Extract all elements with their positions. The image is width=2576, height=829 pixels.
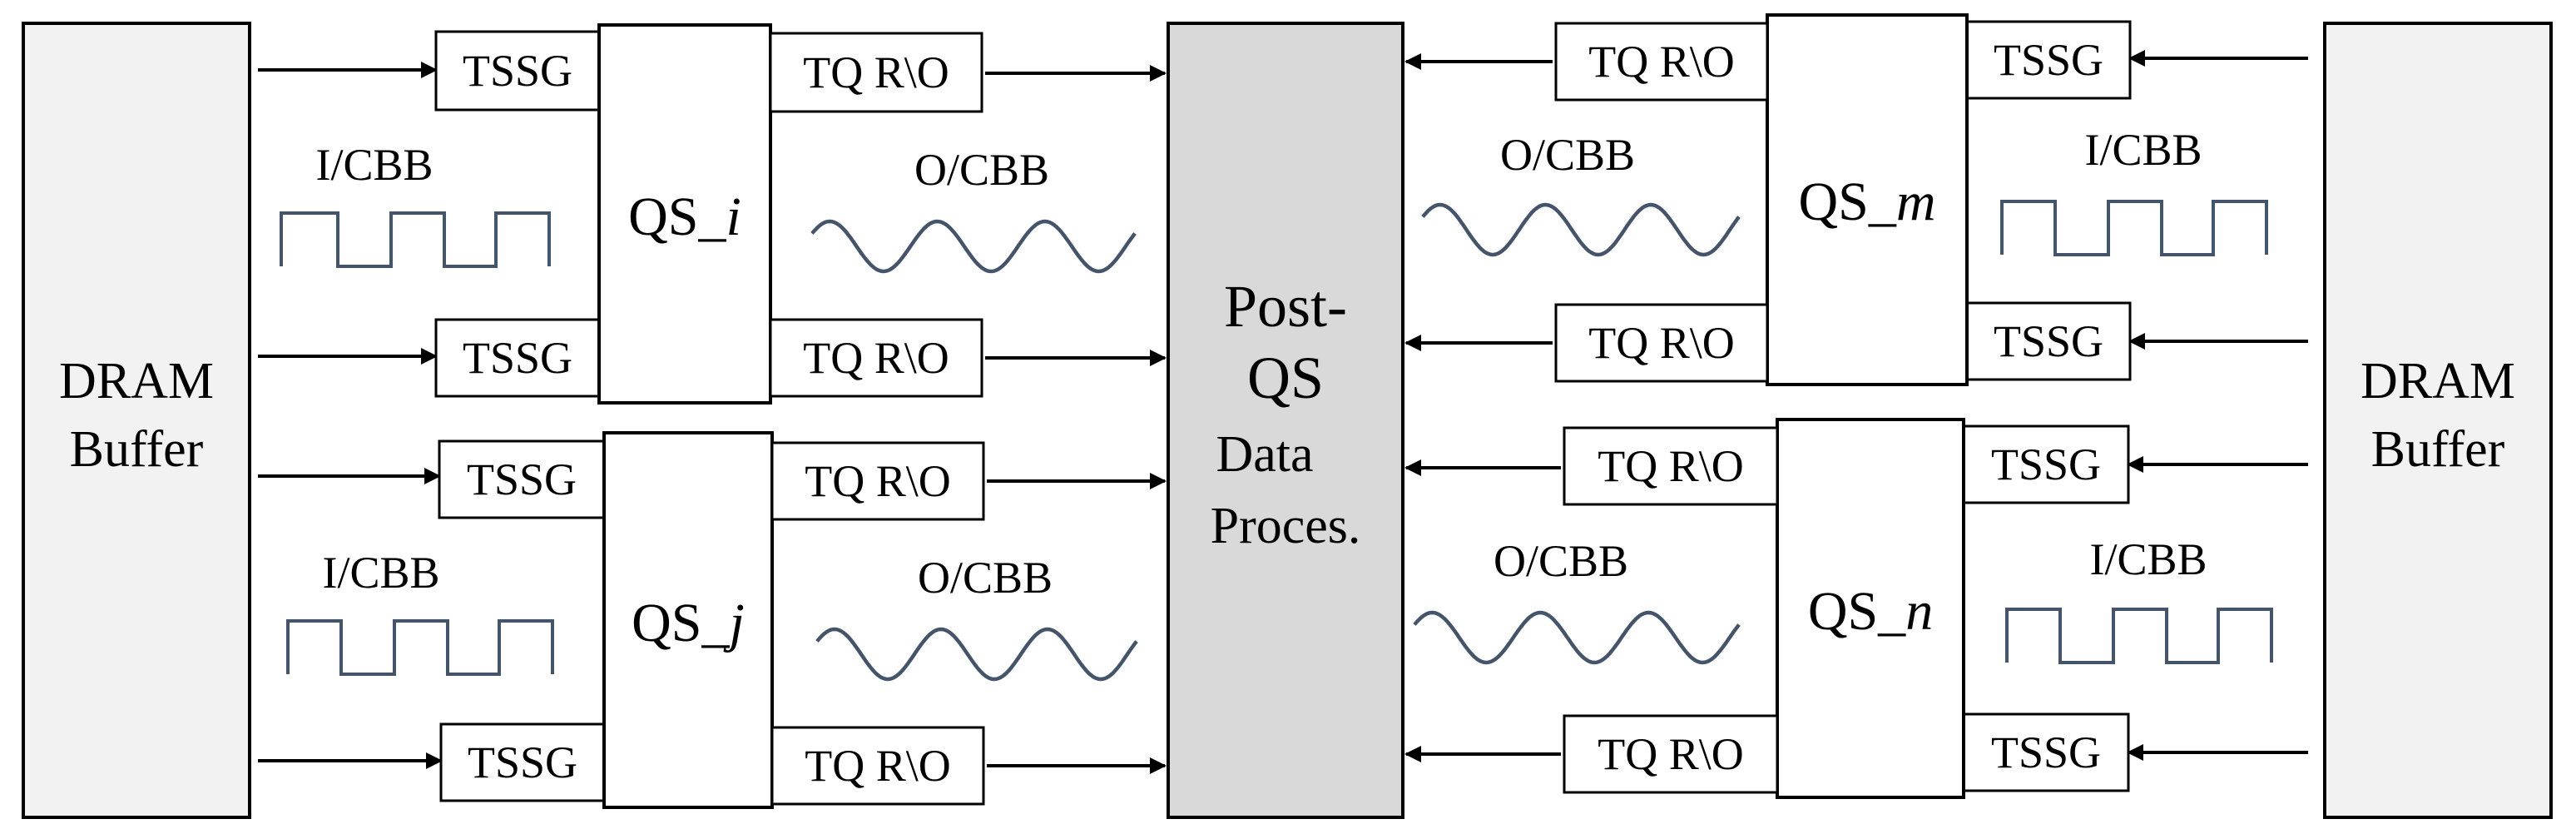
icbb-label-n: I/CBB bbox=[2089, 534, 2207, 584]
svg-text:QS_i: QS_i bbox=[628, 186, 741, 247]
icbb-label-i: I/CBB bbox=[315, 140, 433, 190]
svg-text:TQ R\O: TQ R\O bbox=[1588, 318, 1735, 368]
svg-text:TQ R\O: TQ R\O bbox=[1598, 729, 1744, 779]
tssg-box-n-bottom: TSSG bbox=[1962, 712, 2130, 792]
dram-buffer-right-line2: Buffer bbox=[2371, 421, 2505, 478]
svg-text:TQ R\O: TQ R\O bbox=[805, 456, 951, 506]
dram-buffer-right: DRAM Buffer bbox=[2323, 22, 2553, 819]
svg-text:TSSG: TSSG bbox=[1991, 439, 2101, 489]
ocbb-label-n: O/CBB bbox=[1494, 536, 1628, 586]
qs-i-group: TSSG TSSG QS_i TQ R\O TQ R\O I/CBB O/CBB bbox=[258, 23, 1167, 405]
dram-buffer-right-line1: DRAM bbox=[2361, 353, 2515, 410]
post-qs-data-processing-block: Post- QS Data Proces. bbox=[1167, 22, 1404, 819]
svg-text:TQ R\O: TQ R\O bbox=[805, 741, 951, 791]
icbb-square-wave-m bbox=[2000, 200, 2268, 256]
tssg-box-i-top: TSSG bbox=[434, 30, 601, 112]
svg-text:QS_n: QS_n bbox=[1808, 581, 1933, 642]
dram-buffer-left-line1: DRAM bbox=[59, 353, 214, 410]
qs-i-block: QS_i bbox=[597, 23, 772, 405]
svg-text:TQ R\O: TQ R\O bbox=[1598, 441, 1744, 491]
svg-text:TSSG: TSSG bbox=[1994, 35, 2103, 85]
tssg-box-i-bottom: TSSG bbox=[434, 318, 601, 398]
post-qs-title-line1: Post- bbox=[1224, 273, 1347, 340]
qs-m-group: TSSG TSSG QS_m TQ R\O TQ R\O I/CBB O/CBB bbox=[1404, 13, 2308, 386]
tssg-box-m-bottom: TSSG bbox=[1965, 301, 2132, 381]
ocbb-sine-wave-m bbox=[1421, 202, 1741, 257]
tssg-box-m-top: TSSG bbox=[1965, 20, 2132, 100]
svg-text:TQ R\O: TQ R\O bbox=[1588, 37, 1735, 87]
ocbb-sine-wave-j bbox=[815, 627, 1138, 682]
tq-ro-box-n-bottom: TQ R\O bbox=[1563, 714, 1779, 794]
post-qs-title-line4: Proces. bbox=[1211, 498, 1361, 554]
svg-text:QS_m: QS_m bbox=[1798, 171, 1935, 232]
svg-text:TQ R\O: TQ R\O bbox=[803, 47, 949, 97]
ocbb-label-i: O/CBB bbox=[914, 145, 1049, 195]
post-qs-title-line3: Data bbox=[1216, 426, 1313, 483]
qs-j-block: QS_j bbox=[602, 431, 774, 809]
ocbb-sine-wave-i bbox=[810, 219, 1137, 274]
tq-ro-box-j-top: TQ R\O bbox=[770, 441, 985, 521]
icbb-square-wave-n bbox=[2005, 608, 2273, 664]
svg-text:TQ R\O: TQ R\O bbox=[803, 333, 949, 383]
tssg-box-n-top: TSSG bbox=[1962, 424, 2130, 504]
ocbb-label-m: O/CBB bbox=[1500, 130, 1635, 180]
tssg-box-j-top: TSSG bbox=[438, 439, 606, 519]
icbb-label-m: I/CBB bbox=[2084, 125, 2202, 175]
svg-text:TSSG: TSSG bbox=[467, 454, 577, 504]
svg-text:QS_j: QS_j bbox=[632, 593, 745, 653]
post-qs-title-line2: QS bbox=[1247, 345, 1324, 411]
svg-text:TSSG: TSSG bbox=[463, 333, 572, 383]
svg-text:TSSG: TSSG bbox=[1994, 316, 2103, 366]
qs-j-group: TSSG TSSG QS_j TQ R\O TQ R\O I/CBB O/CBB bbox=[258, 431, 1167, 809]
ocbb-sine-wave-n bbox=[1413, 610, 1741, 665]
svg-text:TSSG: TSSG bbox=[468, 737, 577, 787]
tq-ro-box-j-bottom: TQ R\O bbox=[770, 726, 985, 806]
dram-buffer-left: DRAM Buffer bbox=[22, 22, 251, 819]
icbb-square-wave-i bbox=[280, 211, 551, 268]
tq-ro-box-n-top: TQ R\O bbox=[1563, 426, 1779, 506]
dram-buffer-left-line2: Buffer bbox=[70, 421, 204, 478]
qs-n-group: TSSG TSSG QS_n TQ R\O TQ R\O I/CBB O/CBB bbox=[1404, 418, 2308, 799]
tq-ro-box-i-bottom: TQ R\O bbox=[769, 318, 983, 398]
qs-n-block: QS_n bbox=[1776, 418, 1965, 799]
ocbb-label-j: O/CBB bbox=[918, 553, 1053, 603]
qs-m-block: QS_m bbox=[1766, 13, 1969, 386]
icbb-square-wave-j bbox=[286, 619, 554, 676]
svg-text:TSSG: TSSG bbox=[463, 46, 572, 96]
tq-ro-box-m-top: TQ R\O bbox=[1554, 22, 1769, 102]
icbb-label-j: I/CBB bbox=[322, 548, 439, 598]
tq-ro-box-i-top: TQ R\O bbox=[769, 32, 983, 113]
tq-ro-box-m-bottom: TQ R\O bbox=[1554, 303, 1769, 383]
tssg-box-j-bottom: TSSG bbox=[439, 722, 606, 802]
svg-text:TSSG: TSSG bbox=[1991, 727, 2101, 777]
